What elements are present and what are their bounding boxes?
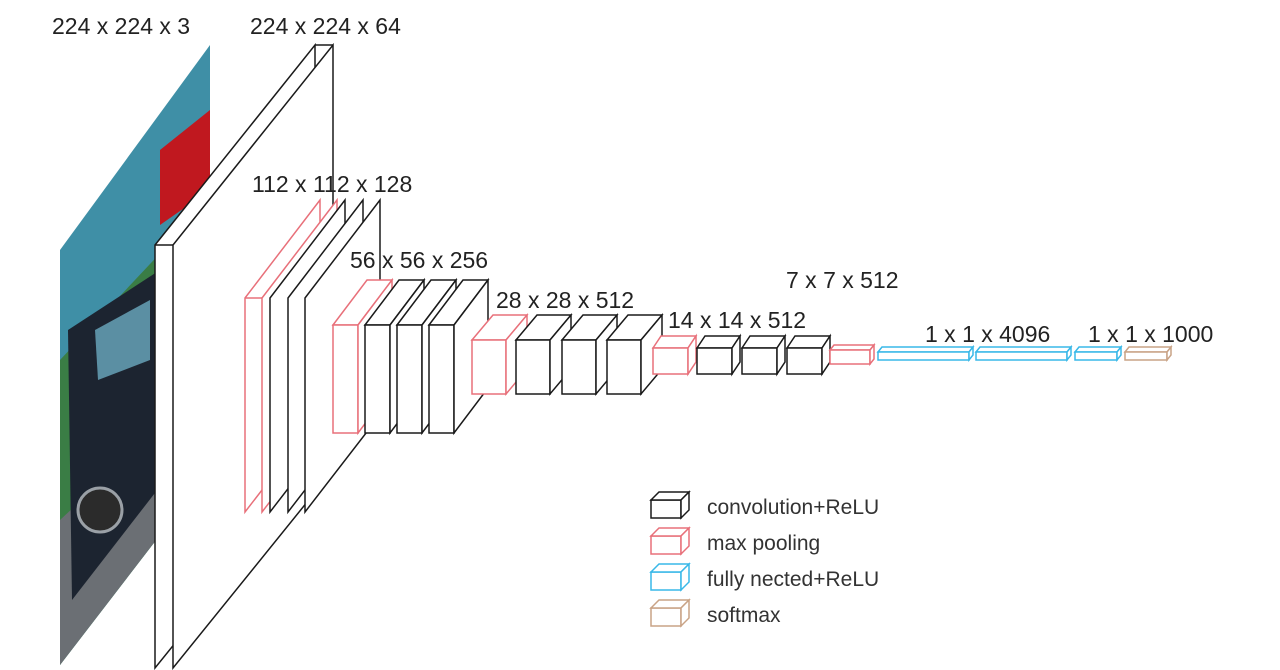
legend-conv-swatch (649, 490, 691, 520)
label-conv4: 28 x 28 x 512 (496, 287, 634, 313)
fc1-box (876, 344, 975, 363)
legend-softmax-swatch (649, 598, 691, 628)
legend-conv-label: convolution+ReLU (707, 496, 879, 519)
legend-fc-swatch (649, 562, 691, 592)
legend-pool-label: max pooling (707, 532, 820, 555)
conv5-box-1 (695, 333, 742, 377)
label-pool5: 7 x 7 x 512 (786, 267, 899, 293)
fc2-box (974, 344, 1073, 363)
legend-softmax-label: softmax (707, 604, 781, 627)
conv4-box-3 (605, 312, 664, 397)
pool4-box (651, 333, 698, 377)
legend-fc-label: fully nected+ReLU (707, 568, 879, 591)
legend: convolution+ReLU max pooling fully necte… (649, 490, 879, 628)
label-conv2: 112 x 112 x 128 (252, 171, 412, 197)
input-image-car-window (95, 300, 150, 380)
block4 (470, 312, 664, 397)
softmax-box (1123, 344, 1173, 363)
input-image-wheel (76, 486, 124, 534)
fc3-box (1073, 344, 1123, 363)
label-conv5: 14 x 14 x 512 (668, 307, 806, 333)
label-conv3: 56 x 56 x 256 (350, 247, 488, 273)
block5 (651, 333, 832, 377)
pool2-front (332, 324, 359, 434)
conv5-box-2 (740, 333, 787, 377)
dimension-labels: 224 x 224 x 3 224 x 224 x 64 112 x 112 x… (52, 13, 1213, 347)
label-fc: 1 x 1 x 4096 (925, 321, 1050, 347)
label-conv1: 224 x 224 x 64 (250, 13, 401, 39)
block3 (331, 277, 490, 436)
pool5-box (828, 342, 876, 367)
classifier (828, 342, 1173, 367)
conv5-box-3 (785, 333, 832, 377)
legend-pool-swatch (649, 526, 691, 556)
label-input: 224 x 224 x 3 (52, 13, 190, 39)
label-output: 1 x 1 x 1000 (1088, 321, 1213, 347)
block2 (244, 197, 381, 515)
